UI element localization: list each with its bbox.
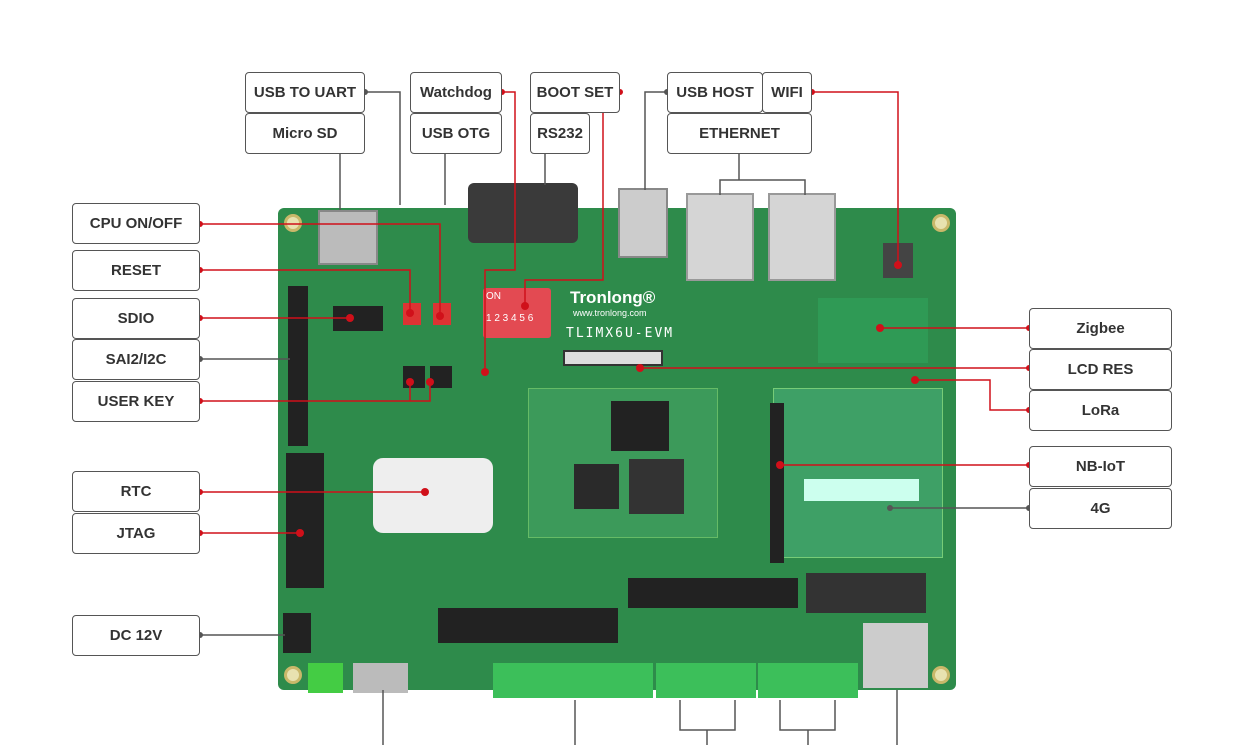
dip-numbers: 1 2 3 4 5 6 [486,313,534,324]
label-sai2-i2c: SAI2/I2C [72,339,200,380]
brand-url: www.tronlong.com [573,308,647,318]
nbiot-header [770,403,784,563]
micro-sd-slot [318,210,378,265]
mount-hole [932,666,950,684]
label-lora: LoRa [1029,390,1172,431]
mount-hole [284,666,302,684]
io-terminal [493,663,653,698]
ethernet-port [686,193,754,281]
rs232-connector [468,183,578,243]
label-ethernet: ETHERNET [667,113,812,154]
label-watchdog: Watchdog [410,72,502,113]
som-core-board [528,388,718,538]
label-wifi: WIFI [762,72,812,113]
power-terminal [308,663,343,693]
label-user-key: USER KEY [72,381,200,422]
label-zigbee: Zigbee [1029,308,1172,349]
rtc-battery [373,458,493,533]
4g-module [773,388,943,558]
label-boot-set: BOOT SET [530,72,620,113]
label-cpu-onoff: CPU ON/OFF [72,203,200,244]
label-reset: RESET [72,250,200,291]
power-switch [353,663,408,693]
mount-hole [932,214,950,232]
minipcie-slot [806,573,926,613]
evm-board: ON 1 2 3 4 5 6 Tronlong® www.tronlong.com… [278,183,956,698]
label-4g: 4G [1029,488,1172,529]
mount-hole [284,214,302,232]
label-micro-sd: Micro SD [245,113,365,154]
label-rs232: RS232 [530,113,590,154]
can-transceivers [628,578,798,608]
boot-dip-switch: ON 1 2 3 4 5 6 [483,288,551,338]
board-model: TLIMX6U-EVM [566,326,675,341]
can-terminal [656,663,756,698]
label-lcd-res: LCD RES [1029,349,1172,390]
label-jtag: JTAG [72,513,200,554]
rs485-terminal [758,663,858,698]
lcd-connector [563,350,663,366]
label-sdio: SDIO [72,298,200,339]
label-usb-to-uart: USB TO UART [245,72,365,113]
label-rtc: RTC [72,471,200,512]
zigbee-module [818,298,928,363]
usb-host-port [618,188,668,258]
relay-row [438,608,618,643]
dc-jack [283,613,311,653]
ethernet-port [768,193,836,281]
label-nb-iot: NB-IoT [1029,446,1172,487]
micro-sim-slot [863,623,928,688]
label-usb-host: USB HOST [667,72,763,113]
brand-logo: Tronlong® [570,288,656,307]
dip-on-label: ON [486,291,501,302]
jtag-header [286,453,324,588]
label-usb-otg: USB OTG [410,113,502,154]
user-key [430,366,452,388]
header-pins [288,286,308,446]
label-dc-12v: DC 12V [72,615,200,656]
